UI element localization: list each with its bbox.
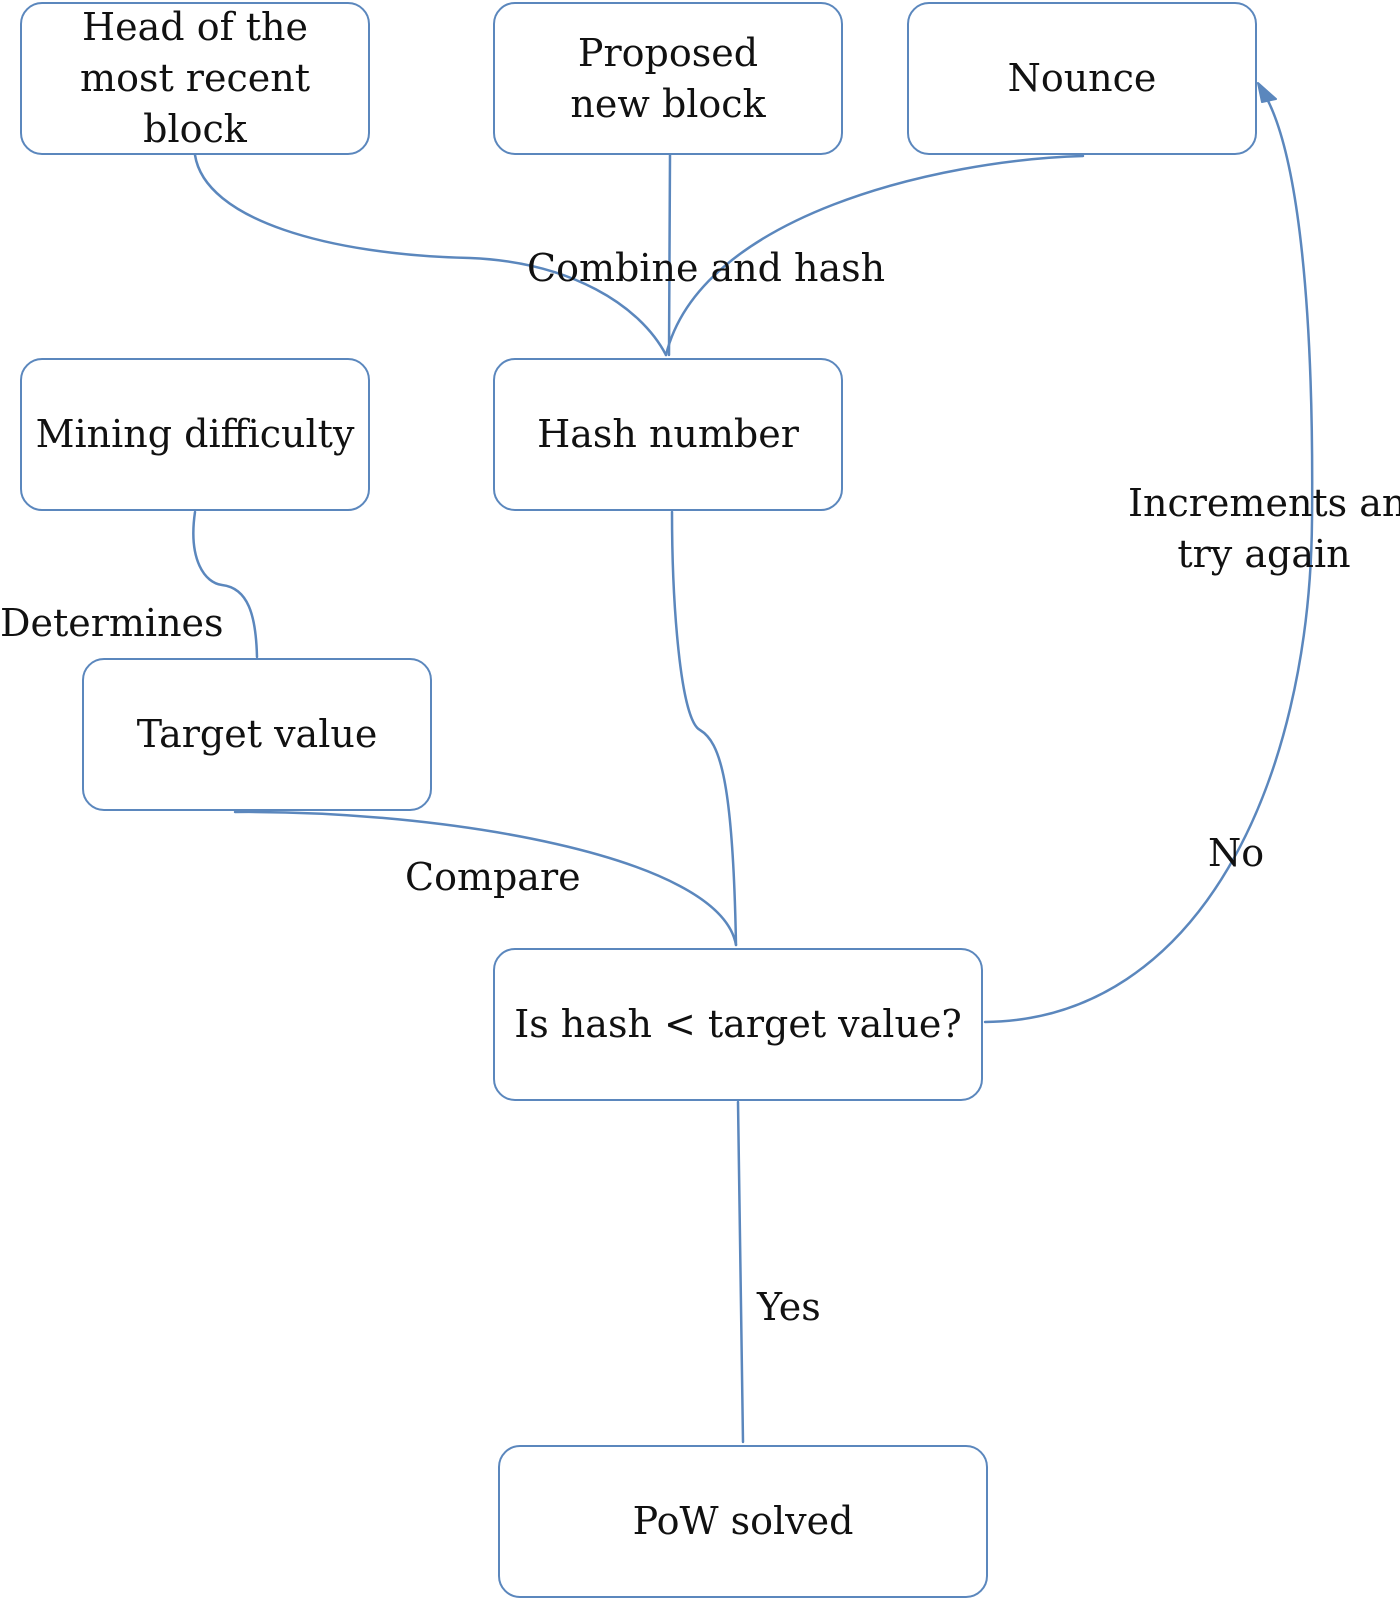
node-pow-solved: PoW solved	[498, 1445, 988, 1598]
node-head-of-recent-block: Head of the most recent block	[20, 2, 370, 155]
node-target-value: Target value	[82, 658, 432, 811]
edge-label-compare: Compare	[405, 855, 581, 899]
edge-hash-to-compare	[670, 510, 738, 947]
increments-line-2: try again	[1177, 531, 1351, 576]
edge-label-increments-and-try-again: Increments and try again	[1128, 478, 1400, 580]
edge-label-yes: Yes	[757, 1285, 821, 1329]
node-hash-label: Hash number	[537, 412, 799, 457]
node-proposed-label: Proposed new block	[570, 30, 766, 126]
node-mining-difficulty: Mining difficulty	[20, 358, 370, 511]
node-compare-label: Is hash < target value?	[514, 1002, 962, 1047]
edge-difficulty-to-target	[192, 510, 259, 659]
edge-proposed-to-hash	[667, 153, 672, 357]
node-proposed-new-block: Proposed new block	[493, 2, 843, 155]
increments-line-1: Increments and	[1128, 481, 1400, 525]
edge-nounce-to-hash	[664, 154, 1085, 357]
node-target-label: Target value	[136, 712, 378, 757]
arrow-up-icon	[1257, 82, 1277, 103]
node-hash-number: Hash number	[493, 358, 843, 511]
node-compare-decision: Is hash < target value?	[493, 948, 983, 1101]
node-solved-label: PoW solved	[632, 1499, 854, 1544]
edge-no-loop-back	[983, 88, 1314, 1024]
node-nounce-label: Nounce	[1007, 56, 1157, 101]
node-nounce: Nounce	[907, 2, 1257, 155]
node-head-label: Head of the most recent block	[80, 5, 310, 151]
edge-head-to-hash	[193, 153, 668, 357]
edge-label-determines: Determines	[0, 601, 224, 645]
edge-target-to-compare	[233, 810, 738, 947]
edge-label-combine-and-hash: Combine and hash	[527, 246, 886, 290]
edge-compare-to-solved	[736, 1100, 745, 1444]
node-difficulty-label: Mining difficulty	[35, 412, 355, 457]
edge-label-no: No	[1208, 831, 1265, 875]
